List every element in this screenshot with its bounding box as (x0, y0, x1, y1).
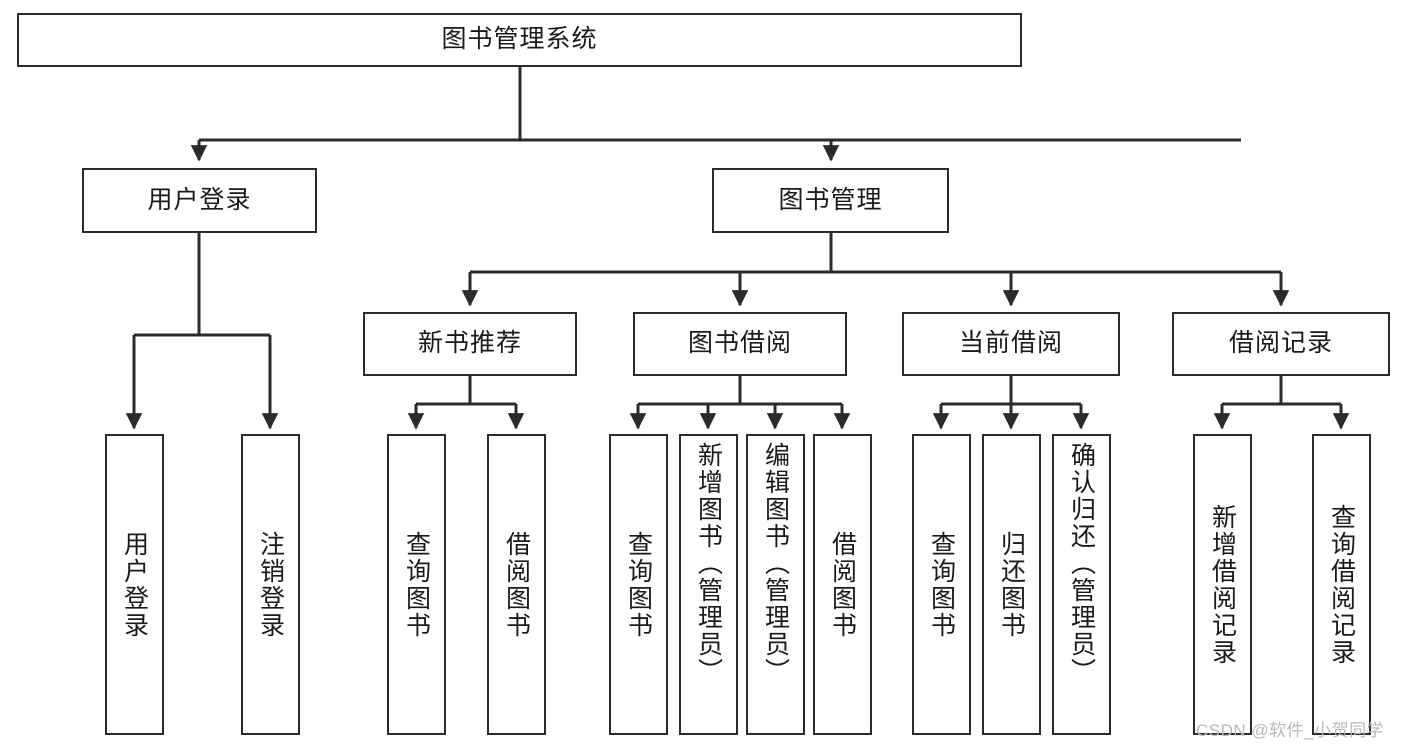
leaf-query-book-1[interactable]: 查询图书 (387, 434, 446, 735)
node-user-login-label: 用户登录 (147, 185, 252, 214)
leaf-query-book-2-label: 查询图书 (624, 530, 653, 639)
node-book-borrow-label: 图书借阅 (687, 329, 792, 358)
leaf-borrow-book-1-label: 借阅图书 (502, 530, 531, 639)
node-book-borrow[interactable]: 图书借阅 (633, 312, 847, 376)
leaf-query-book-3-label: 查询图书 (927, 530, 956, 639)
leaf-add-book-label: 新增图书（管理员） (694, 442, 723, 685)
leaf-edit-book[interactable]: 编辑图书（管理员） (746, 434, 805, 735)
leaf-return-book[interactable]: 归还图书 (982, 434, 1041, 735)
leaf-query-record-label: 查询借阅记录 (1327, 503, 1356, 666)
leaf-edit-book-label: 编辑图书（管理员） (761, 442, 790, 685)
leaf-query-book-2[interactable]: 查询图书 (609, 434, 668, 735)
node-new-book-recommend-label: 新书推荐 (417, 329, 522, 358)
node-borrow-record[interactable]: 借阅记录 (1172, 312, 1390, 376)
leaf-user-logout-label: 注销登录 (256, 530, 285, 639)
node-user-login[interactable]: 用户登录 (82, 168, 317, 233)
leaf-query-book-3[interactable]: 查询图书 (912, 434, 971, 735)
node-root[interactable]: 图书管理系统 (17, 13, 1022, 67)
leaf-add-record-label: 新增借阅记录 (1208, 503, 1237, 666)
leaf-query-book-1-label: 查询图书 (402, 530, 431, 639)
leaf-return-book-label: 归还图书 (997, 530, 1026, 639)
leaf-borrow-book-1[interactable]: 借阅图书 (487, 434, 546, 735)
leaf-user-login-label: 用户登录 (120, 530, 149, 639)
leaf-user-login[interactable]: 用户登录 (105, 434, 164, 735)
leaf-query-record[interactable]: 查询借阅记录 (1312, 434, 1371, 735)
node-current-borrow[interactable]: 当前借阅 (902, 312, 1120, 376)
node-root-label: 图书管理系统 (441, 25, 598, 54)
csdn-watermark: CSDN @软件_小贺同学 (1196, 721, 1385, 740)
node-book-manage[interactable]: 图书管理 (712, 168, 949, 233)
leaf-add-book[interactable]: 新增图书（管理员） (679, 434, 738, 735)
leaf-borrow-book-2[interactable]: 借阅图书 (813, 434, 872, 735)
node-new-book-recommend[interactable]: 新书推荐 (363, 312, 577, 376)
leaf-confirm-return[interactable]: 确认归还（管理员） (1052, 434, 1111, 735)
leaf-add-record[interactable]: 新增借阅记录 (1193, 434, 1252, 735)
leaf-confirm-return-label: 确认归还（管理员） (1067, 442, 1096, 685)
node-book-manage-label: 图书管理 (778, 185, 883, 214)
node-current-borrow-label: 当前借阅 (958, 329, 1063, 358)
node-borrow-record-label: 借阅记录 (1228, 329, 1333, 358)
leaf-borrow-book-2-label: 借阅图书 (828, 530, 857, 639)
leaf-user-logout[interactable]: 注销登录 (241, 434, 300, 735)
